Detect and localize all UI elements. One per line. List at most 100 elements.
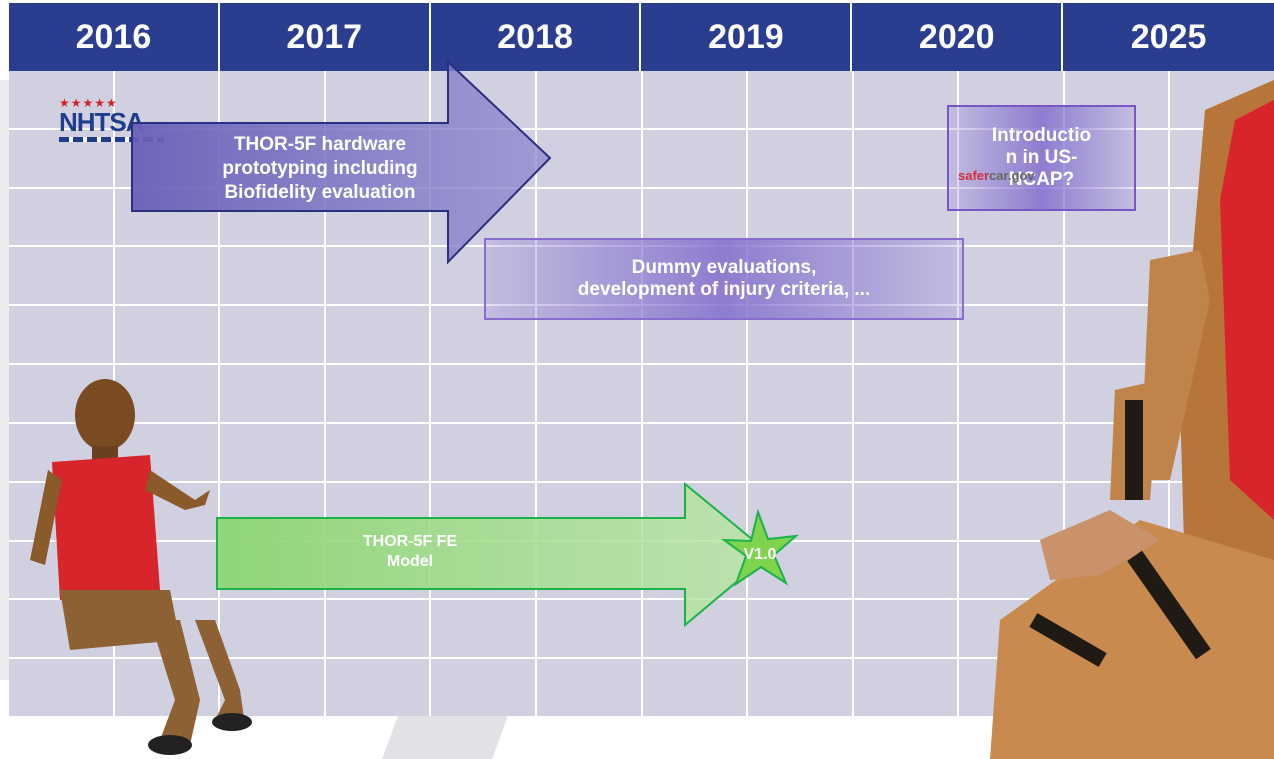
grid-cell <box>853 188 958 246</box>
grid-cell <box>959 306 1063 364</box>
grid-cell <box>9 306 113 364</box>
grid-cell <box>325 423 430 481</box>
grid-cell <box>1170 600 1274 658</box>
grid-cell <box>114 659 219 716</box>
background-stripe-left <box>0 80 9 680</box>
safercar-prefix: safer <box>958 168 990 183</box>
grid-cell <box>9 482 113 540</box>
grid-cell <box>325 247 430 305</box>
grid-cell <box>9 247 113 305</box>
grid-cell <box>1064 541 1169 599</box>
grid-cell <box>853 600 958 658</box>
grid-cell <box>959 247 1063 305</box>
grid-cell <box>536 71 641 128</box>
grid-cell <box>959 659 1063 716</box>
fe-model-line-1: THOR-5F FE <box>362 533 458 550</box>
introduction-line-2: n in US- <box>1005 147 1078 168</box>
grid-cell <box>853 482 958 540</box>
evaluations-line-1: Dummy evaluations, <box>631 257 817 278</box>
introduction-line-1: Introductio <box>991 125 1092 146</box>
grid-cell <box>642 600 747 658</box>
grid-cell <box>431 71 535 128</box>
grid-cell <box>536 423 641 481</box>
grid-cell <box>1170 482 1274 540</box>
dummy-evaluations-box: Dummy evaluations, development of injury… <box>484 238 964 320</box>
grid-cell <box>9 600 113 658</box>
grid-cell <box>114 541 219 599</box>
nhtsa-road-graphic <box>59 137 164 142</box>
grid-cell <box>642 71 747 128</box>
grid-cell <box>431 423 535 481</box>
grid-cell <box>536 600 641 658</box>
grid-cell <box>220 306 324 364</box>
grid-cell <box>1170 306 1274 364</box>
grid-cell <box>748 188 852 246</box>
grid-cell <box>959 423 1063 481</box>
grid-cell <box>114 423 219 481</box>
grid-cell <box>748 482 852 540</box>
grid-cell <box>325 482 430 540</box>
grid-cell <box>642 423 747 481</box>
grid-cell <box>220 247 324 305</box>
grid-cell <box>642 129 747 187</box>
grid-cell <box>853 365 958 422</box>
safercar-suffix: car.gov <box>989 168 1035 183</box>
grid-cell <box>1170 129 1274 187</box>
grid-cell <box>959 541 1063 599</box>
grid-cell <box>220 541 324 599</box>
milestone-label: V1.0 <box>743 546 777 563</box>
introduction-line-3: NCAP? <box>1008 169 1075 190</box>
grid-cell <box>1170 365 1274 422</box>
grid-cell <box>748 600 852 658</box>
grid-cell <box>325 306 430 364</box>
grid-cell <box>853 541 958 599</box>
grid-cell <box>853 659 958 716</box>
grid-cell <box>220 600 324 658</box>
grid-cell <box>642 482 747 540</box>
grid-cell <box>1064 482 1169 540</box>
grid-cell <box>9 423 113 481</box>
grid-cell <box>9 365 113 422</box>
hardware-line-3: Biofidelity evaluation <box>224 181 416 203</box>
nhtsa-stars: ★★★★★ <box>59 96 118 110</box>
grid-cell <box>853 71 958 128</box>
year-2016: 2016 <box>9 3 220 71</box>
grid-cell <box>642 365 747 422</box>
background-stripe-bottom <box>382 716 508 759</box>
hardware-prototyping-label: THOR-5F hardware prototyping including B… <box>180 133 460 204</box>
evaluations-line-2: development of injury criteria, ... <box>577 279 871 300</box>
grid-cell <box>642 659 747 716</box>
year-2017: 2017 <box>220 3 431 71</box>
grid-cell <box>1170 247 1274 305</box>
year-2019: 2019 <box>641 3 853 71</box>
grid-cell <box>114 247 219 305</box>
nhtsa-logo: ★★★★★ NHTSA <box>59 97 169 149</box>
year-2025: 2025 <box>1130 17 1207 56</box>
grid-cell <box>536 541 641 599</box>
grid-cell <box>748 71 852 128</box>
grid-cell <box>114 306 219 364</box>
grid-cell <box>220 423 324 481</box>
grid-cell <box>1064 247 1169 305</box>
hardware-line-2: prototyping including <box>222 157 418 179</box>
grid-cell <box>748 423 852 481</box>
year-2018: 2018 <box>431 3 642 71</box>
grid-cell <box>431 659 535 716</box>
nhtsa-wordmark: NHTSA <box>59 107 145 137</box>
grid-cell <box>1170 659 1274 716</box>
grid-cell <box>1064 306 1169 364</box>
grid-cell <box>431 600 535 658</box>
introduction-box: Introductio n in US- NCAP? <box>947 105 1136 211</box>
grid-cell <box>114 365 219 422</box>
grid-cell <box>959 600 1063 658</box>
grid-cell <box>748 659 852 716</box>
safercar-logo: safercar.gov <box>958 168 1035 183</box>
grid-cell <box>1064 365 1169 422</box>
grid-cell <box>220 482 324 540</box>
grid-cell <box>853 129 958 187</box>
grid-cell <box>642 188 747 246</box>
timeline-header: 2016 2017 2018 2019 2020 2025 <box>9 3 1274 73</box>
grid-cell <box>431 482 535 540</box>
grid-cell <box>536 188 641 246</box>
hardware-line-1: THOR-5F hardware <box>233 134 407 155</box>
